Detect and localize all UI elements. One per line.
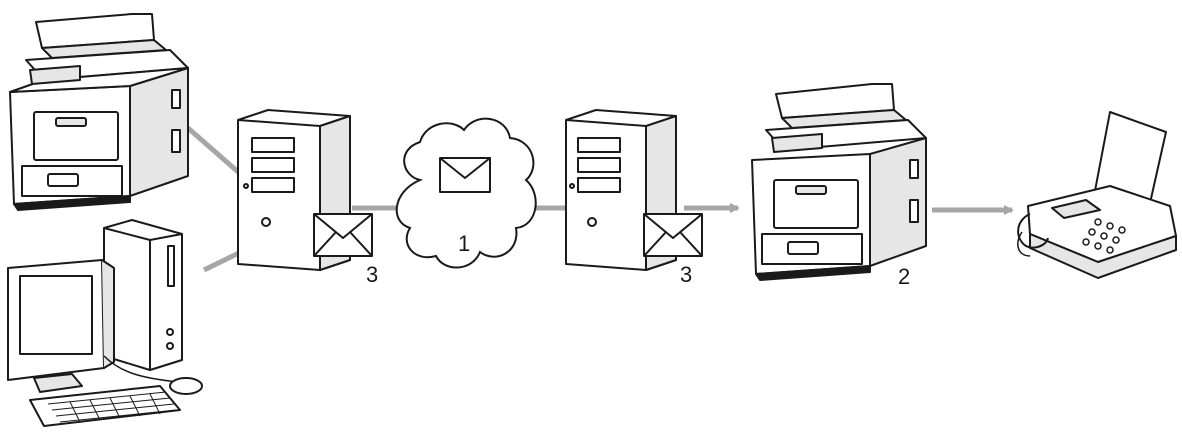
envelope-icon (439, 157, 491, 193)
internet-cloud-icon (395, 117, 537, 269)
fax-machine-icon (1017, 111, 1177, 279)
desktop-computer-icon (7, 219, 203, 427)
connector-printer-to-server (186, 126, 247, 180)
envelope-icon (643, 213, 703, 257)
mfp-printer-icon (9, 13, 189, 211)
callout-mail-server-left: 3 (366, 262, 379, 287)
envelope-icon (313, 213, 373, 257)
mfp-printer-icon (751, 83, 927, 281)
callout-mail-server-right: 3 (680, 262, 693, 287)
callout-receiving-machine: 2 (898, 264, 911, 289)
callout-internet: 1 (458, 231, 471, 256)
